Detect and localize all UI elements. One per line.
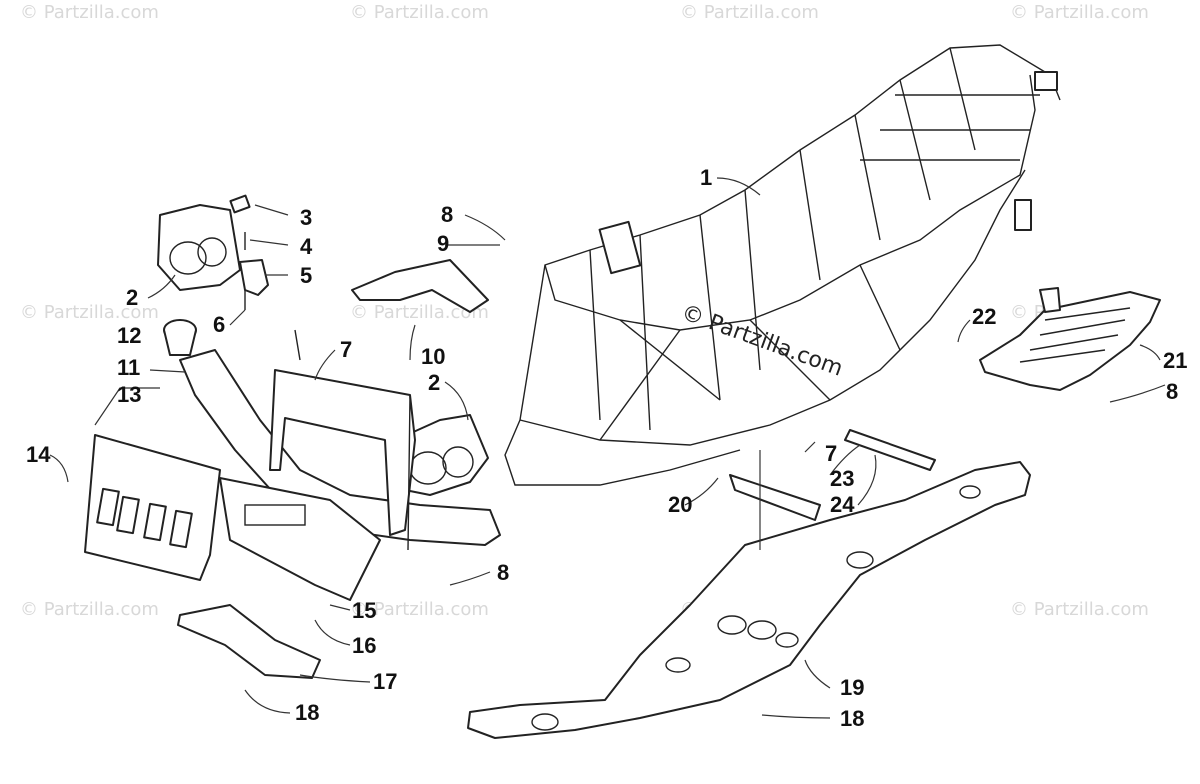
- watermark: © Partzilla.com: [20, 599, 159, 620]
- callout-19[interactable]: 19: [840, 675, 864, 700]
- callout-20[interactable]: 20: [668, 492, 692, 517]
- watermark: © Partzilla.com: [1010, 599, 1149, 620]
- callout-16[interactable]: 16: [352, 633, 376, 658]
- callout-7[interactable]: 7: [825, 441, 837, 466]
- callout-8[interactable]: 8: [1166, 379, 1178, 404]
- callout-2[interactable]: 2: [126, 285, 138, 310]
- callout-5[interactable]: 5: [300, 263, 312, 288]
- callout-14[interactable]: 14: [26, 442, 51, 467]
- callout-8[interactable]: 8: [441, 202, 453, 227]
- watermark: © Partzilla.com: [350, 2, 489, 23]
- lower-guard[interactable]: [219, 477, 381, 601]
- watermark: © Partzilla.com: [20, 2, 159, 23]
- front-skid-guard[interactable]: [177, 604, 321, 679]
- headlight-hardware: [229, 194, 269, 310]
- callout-4[interactable]: 4: [300, 234, 313, 259]
- callout-12[interactable]: 12: [117, 323, 141, 348]
- callout-23[interactable]: 23: [830, 466, 854, 491]
- callout-1[interactable]: 1: [700, 165, 712, 190]
- leader-lines: [49, 177, 1166, 719]
- foot-rest[interactable]: [979, 287, 1161, 391]
- watermark: © Partzilla.com: [680, 2, 819, 23]
- watermark: © Partzilla.com: [350, 302, 489, 323]
- callout-13[interactable]: 13: [117, 382, 141, 407]
- callout-17[interactable]: 17: [373, 669, 397, 694]
- watermark: © Partzilla.com: [20, 302, 159, 323]
- callout-9[interactable]: 9: [437, 231, 449, 256]
- watermark: © Partzilla.com: [350, 599, 489, 620]
- center-watermark: © Partzilla.com: [678, 300, 846, 382]
- headlight-left[interactable]: [157, 204, 241, 291]
- callout-labels: 1 2 2 3 4 5 6 7 7 8 8 8 8 9 10 11 12 13 …: [26, 165, 1187, 731]
- grip-cap[interactable]: [163, 319, 197, 356]
- callout-18[interactable]: 18: [295, 700, 319, 725]
- callout-18[interactable]: 18: [840, 706, 864, 731]
- grille-panel[interactable]: [84, 434, 221, 581]
- callout-22[interactable]: 22: [972, 304, 996, 329]
- callout-21[interactable]: 21: [1163, 348, 1187, 373]
- callout-7[interactable]: 7: [340, 337, 352, 362]
- callout-15[interactable]: 15: [352, 598, 376, 623]
- callout-24[interactable]: 24: [830, 492, 855, 517]
- fender-bracket[interactable]: [351, 259, 489, 313]
- watermark: © Partzilla.com: [1010, 2, 1149, 23]
- callout-10[interactable]: 10: [421, 344, 445, 369]
- callout-11[interactable]: 11: [117, 355, 140, 380]
- callout-8[interactable]: 8: [497, 560, 509, 585]
- callout-6[interactable]: 6: [213, 312, 225, 337]
- bolt-icon[interactable]: [229, 194, 251, 214]
- main-frame[interactable]: [504, 44, 1061, 486]
- callout-2[interactable]: 2: [428, 370, 440, 395]
- callout-3[interactable]: 3: [300, 205, 312, 230]
- support-bars[interactable]: [729, 429, 936, 521]
- skid-plate[interactable]: [467, 461, 1031, 739]
- front-bumper[interactable]: [179, 329, 501, 551]
